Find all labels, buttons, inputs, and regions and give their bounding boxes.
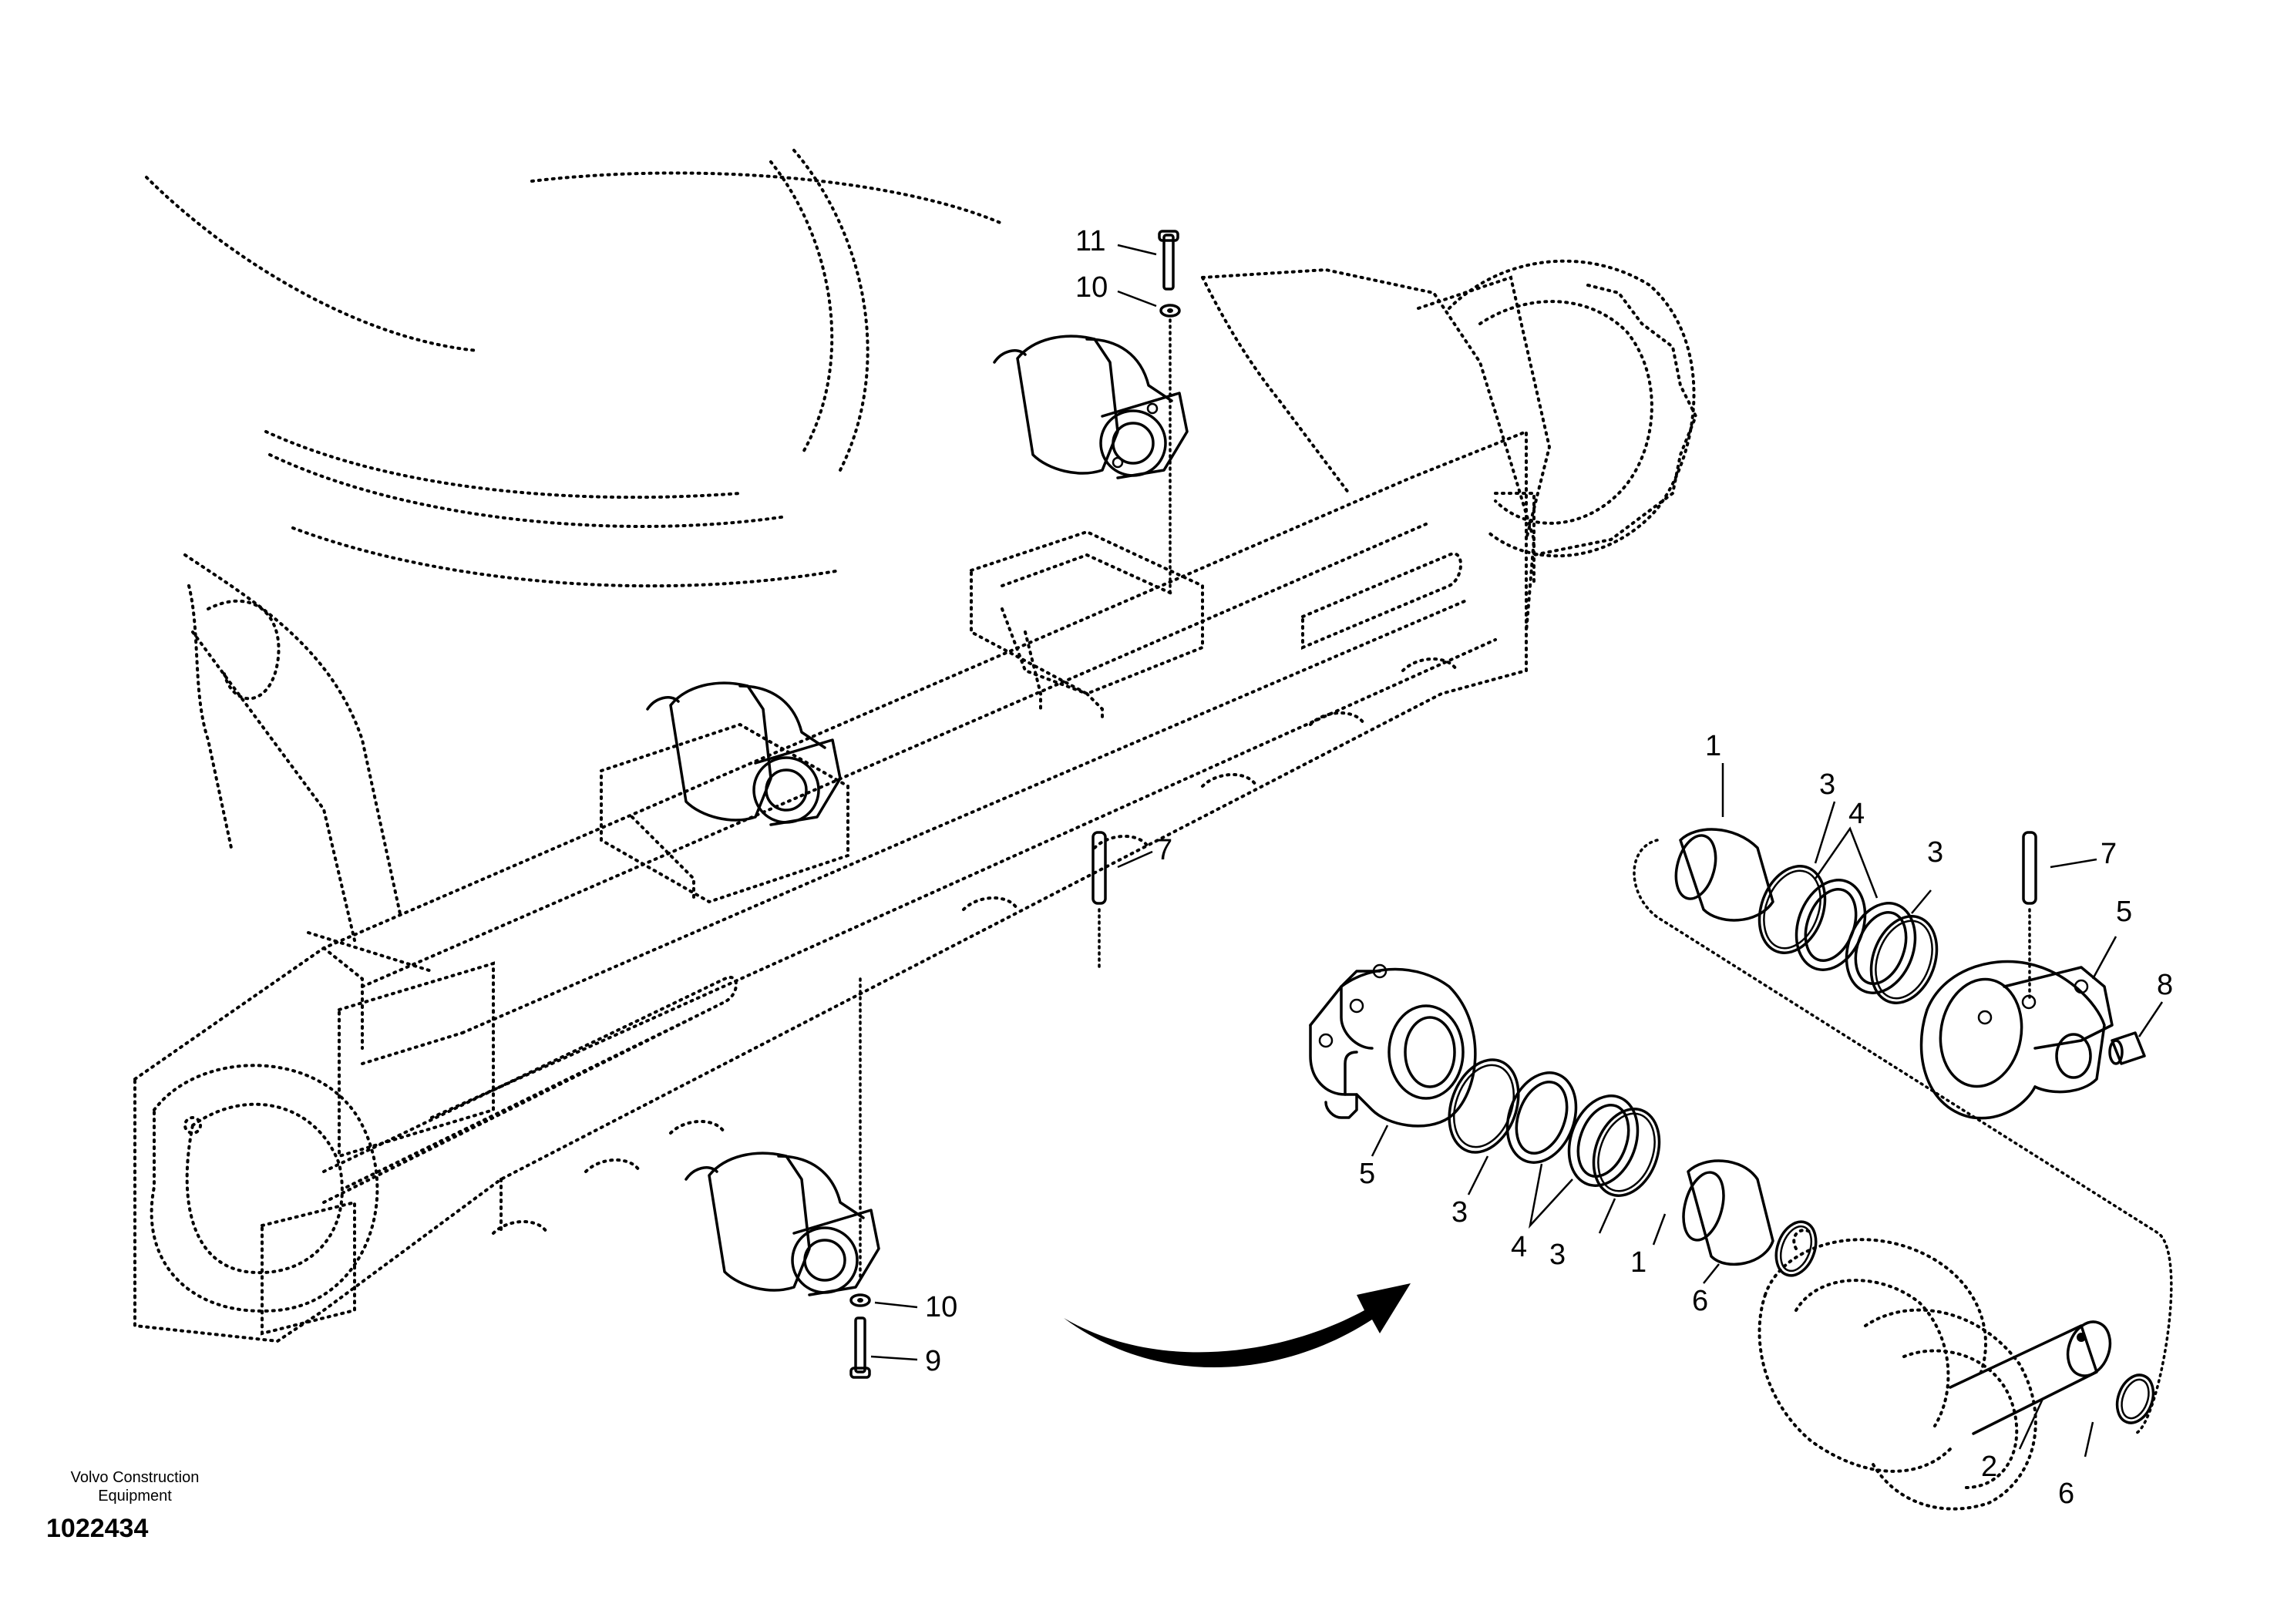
document-number: 1022434 <box>46 1514 149 1543</box>
bolt-11-top <box>1158 230 1179 291</box>
callout-1-left: 1 <box>1630 1246 1646 1279</box>
callout-2: 2 <box>1981 1451 1997 1483</box>
bushing-1-right <box>1674 828 1774 922</box>
pin-7-right <box>2022 831 2037 1004</box>
snap-ring-6-left <box>1774 1220 1818 1277</box>
bracket-5-right <box>1919 960 2114 1120</box>
callout-11-top: 11 <box>1075 225 1105 257</box>
callout-3-left-a: 3 <box>1451 1196 1468 1229</box>
direction-arrow-icon <box>1064 1283 1411 1368</box>
callout-9: 9 <box>925 1345 941 1377</box>
snap-ring-6-right <box>2115 1374 2155 1424</box>
washer-10-bottom <box>849 1293 871 1307</box>
callout-leaders <box>870 244 2164 1458</box>
callout-10-top: 10 <box>1075 271 1108 304</box>
floating-seal-4-right <box>1794 879 1917 994</box>
callout-6-right: 6 <box>2058 1478 2074 1510</box>
callout-7-right: 7 <box>2101 838 2117 870</box>
callout-4-left: 4 <box>1511 1231 1527 1263</box>
callout-10-bottom: 10 <box>925 1291 957 1323</box>
excavator-frame-outline <box>133 149 1698 1343</box>
carrier-roller-middle <box>646 681 842 826</box>
callout-7-left: 7 <box>1156 834 1172 866</box>
callout-3-right-b: 3 <box>1927 836 1943 869</box>
seal-3-right-a <box>1758 865 1827 954</box>
pin-7-left <box>1092 831 1107 973</box>
seal-3-right-b <box>1869 915 1939 1004</box>
bushing-1-left <box>1682 1159 1774 1266</box>
seal-3-left-b <box>1592 1108 1661 1197</box>
callout-3-right-a: 3 <box>1819 768 1835 801</box>
callout-5-left: 5 <box>1359 1158 1375 1190</box>
callout-8: 8 <box>2157 969 2173 1001</box>
publisher-line-1: Volvo Construction <box>70 1469 200 1486</box>
callout-6-left: 6 <box>1692 1285 1708 1317</box>
callout-1-right: 1 <box>1705 730 1721 762</box>
washer-10-top <box>1159 304 1181 318</box>
callout-4-right: 4 <box>1848 798 1865 830</box>
callout-labels: 11 10 10 9 7 5 3 4 3 1 6 2 6 1 3 4 3 7 5… <box>925 225 2173 1510</box>
callout-5-right: 5 <box>2116 896 2132 928</box>
callout-3-left-b: 3 <box>1549 1239 1566 1271</box>
exploded-group-boundary <box>1633 839 2173 1435</box>
publisher-line-2: Equipment <box>98 1488 172 1505</box>
plug-8 <box>2108 1031 2146 1065</box>
bolt-9 <box>849 1316 871 1379</box>
carrier-roller-lower <box>684 1152 880 1296</box>
roller-2 <box>1758 1229 2112 1511</box>
floating-seal-4-left <box>1505 1071 1640 1187</box>
carrier-roller-upper <box>993 335 1189 479</box>
